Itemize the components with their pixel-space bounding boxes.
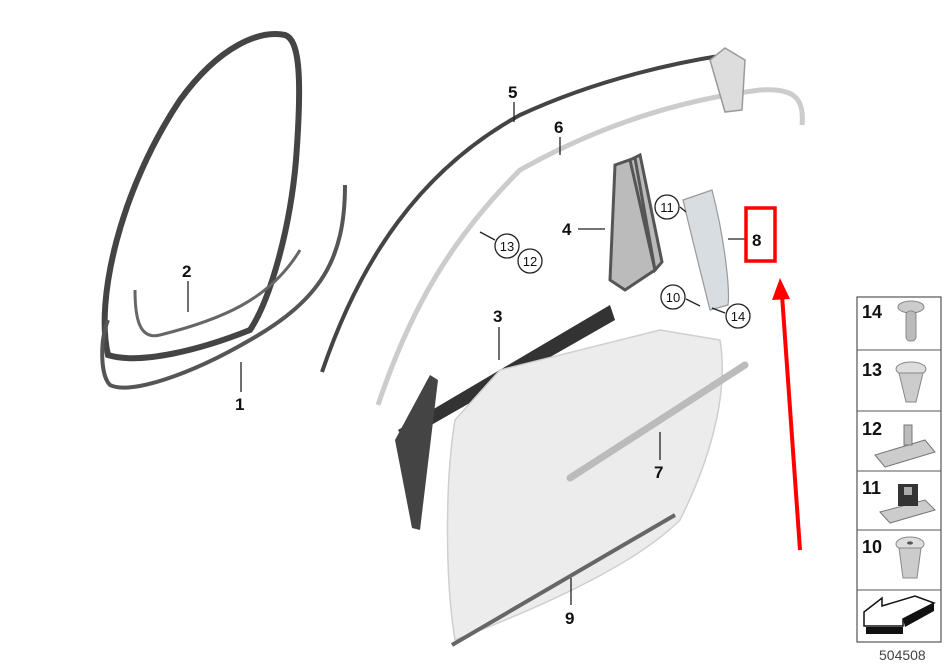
circled-label-text: 11 [660, 200, 674, 215]
circled-label-text: 10 [666, 290, 680, 305]
part-3-front-channel [395, 375, 438, 530]
fastener-label-12: 12 [862, 419, 882, 439]
circled-label-text: 12 [523, 254, 537, 269]
fastener-label-10: 10 [862, 537, 882, 557]
door-panel [446, 329, 723, 642]
fastener-label-11: 11 [862, 478, 881, 498]
fastener-label-13: 13 [862, 360, 882, 380]
label-part-4: 4 [562, 220, 572, 239]
fasteners-panel: 14 13 12 11 10 [856, 296, 942, 643]
part-5-roof-seal [320, 53, 726, 373]
cage-nut-icon [879, 484, 936, 524]
fastener-label-14: 14 [862, 302, 882, 322]
label-part-3: 3 [493, 307, 502, 326]
label-part-1: 1 [235, 395, 244, 414]
highlight-arrow-icon [772, 278, 802, 551]
part-4-window-frame [608, 152, 664, 292]
highlight-box [744, 206, 777, 263]
part-7-door-moulding [566, 361, 749, 482]
screw-icon [897, 300, 925, 342]
circled-label-text: 14 [731, 309, 745, 324]
circled-label-13: 13 [494, 233, 520, 259]
label-part-7: 7 [654, 463, 663, 482]
part-1-door-seal [100, 31, 347, 390]
circled-label-12: 12 [517, 248, 543, 274]
circled-label-10: 10 [660, 284, 686, 310]
label-part-8: 8 [752, 231, 761, 250]
label-part-2: 2 [182, 262, 191, 281]
image-id: 504508 [879, 647, 926, 663]
clip-nut-icon [874, 424, 936, 468]
rivet-nut-icon [895, 536, 925, 579]
roof-bracket [709, 47, 746, 113]
leader-lines [187, 102, 745, 605]
label-part-6: 6 [554, 118, 563, 137]
part-6-trim-strip [375, 87, 805, 406]
label-part-5: 5 [508, 83, 517, 102]
view-direction-arrow-icon [863, 595, 936, 634]
circled-label-11: 11 [654, 194, 680, 220]
part-2-inner-seal [133, 249, 302, 338]
circled-label-14: 14 [725, 303, 751, 329]
push-clip-icon [895, 361, 927, 403]
part-9-lower-seal [450, 513, 677, 647]
part-8-pillar-trim [682, 189, 729, 311]
label-part-9: 9 [565, 609, 574, 628]
circled-label-text: 13 [500, 239, 514, 254]
